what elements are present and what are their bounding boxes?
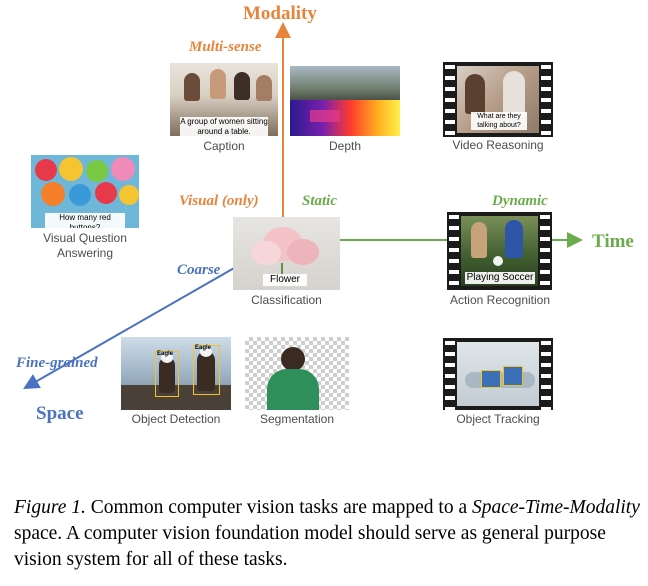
classification-label: Classification — [251, 293, 322, 307]
depth-label: Depth — [328, 139, 362, 153]
caption-label: Caption — [203, 139, 245, 153]
static-tag: Static — [302, 193, 338, 209]
video-reasoning-film: What are they talking about? — [443, 62, 553, 137]
tracking-box-1 — [481, 370, 501, 388]
action-recognition-film: Playing Soccer — [447, 212, 552, 290]
video-reasoning-label: Video Reasoning — [452, 138, 544, 152]
object-detection-label: Object Detection — [131, 412, 221, 426]
caption-image: A group of women sitting around a table. — [170, 63, 278, 136]
classification-overlay-text: Flower — [263, 274, 307, 286]
tracking-box-2 — [503, 366, 523, 386]
vqa-image: How many red buttons? — [31, 155, 139, 228]
detection-box-label-1: Eagle — [157, 351, 174, 357]
visual-only-tag: Visual (only) — [179, 193, 259, 209]
dynamic-tag: Dynamic — [492, 193, 548, 209]
action-recognition-overlay-text: Playing Soccer — [465, 272, 535, 284]
depth-image — [290, 66, 400, 136]
caption-overlay-text: A group of women sitting around a table. — [180, 117, 268, 136]
segmentation-image — [245, 337, 349, 410]
segmentation-label: Segmentation — [259, 412, 335, 426]
object-detection-image: Eagle Eagle — [121, 337, 231, 410]
caption-emphasis: Space-Time-Modality — [472, 497, 640, 518]
multi-sense-tag: Multi-sense — [189, 39, 262, 55]
object-tracking-label: Object Tracking — [456, 412, 540, 426]
vqa-overlay-text: How many red buttons? — [45, 213, 125, 228]
caption-text-2: space. A computer vision foundation mode… — [14, 523, 606, 570]
object-tracking-film — [443, 338, 553, 410]
vqa-label-line1: Visual Question — [43, 231, 127, 245]
space-axis-title: Space — [36, 403, 84, 424]
detection-box-label-2: Eagle — [195, 345, 212, 351]
vqa-label-line2: Answering — [56, 246, 114, 260]
video-reasoning-overlay-text: What are they talking about? — [471, 112, 527, 130]
figure-reference: Figure 1. — [14, 497, 86, 518]
action-recognition-label: Action Recognition — [449, 293, 551, 307]
coarse-tag: Coarse — [177, 262, 221, 278]
time-axis-title: Time — [592, 231, 634, 252]
detection-box-2 — [193, 345, 220, 395]
detection-box-1 — [155, 351, 179, 397]
fine-grained-tag: Fine-grained — [16, 355, 98, 371]
classification-image: Flower — [233, 217, 340, 290]
caption-text-1: Common computer vision tasks are mapped … — [85, 497, 472, 518]
figure-caption: Figure 1. Common computer vision tasks a… — [14, 495, 640, 573]
modality-axis-title: Modality — [243, 3, 317, 24]
